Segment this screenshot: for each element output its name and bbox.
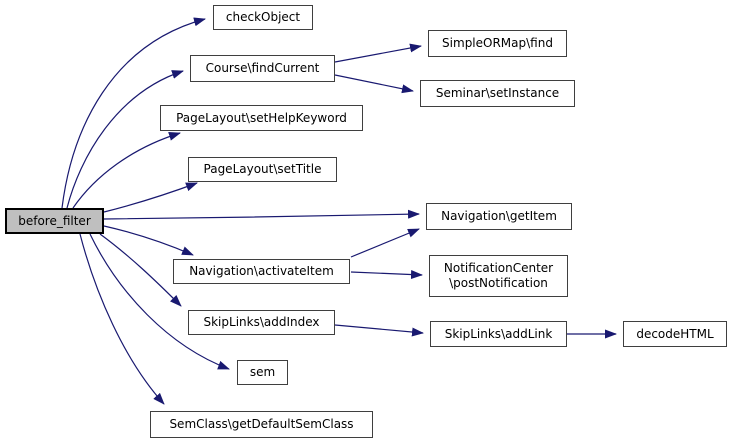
edge-navigation-activate-item-to-navigation-get-item	[350, 228, 420, 258]
edge-before-filter-to-sem	[89, 233, 230, 370]
node-check-object[interactable]: checkObject	[213, 5, 313, 30]
node-skiplinks-add-index[interactable]: SkipLinks\addIndex	[188, 310, 335, 335]
edge-before-filter-to-course-find-current	[66, 70, 184, 209]
edge-navigation-activate-item-to-notification-center-post-notification	[350, 270, 423, 280]
node-course-find-current[interactable]: Course\findCurrent	[190, 55, 335, 82]
node-sem[interactable]: sem	[237, 360, 288, 385]
edge-before-filter-to-pagelayout-set-title	[103, 182, 198, 213]
node-skiplinks-add-link[interactable]: SkipLinks\addLink	[430, 321, 567, 347]
edge-before-filter-to-navigation-activate-item	[103, 225, 194, 256]
node-navigation-get-item[interactable]: Navigation\getItem	[426, 203, 572, 230]
node-pagelayout-set-title[interactable]: PageLayout\setTitle	[188, 157, 337, 182]
edge-course-find-current-to-seminar-set-instance	[334, 74, 414, 94]
node-simple-ormap-find[interactable]: SimpleORMap\find	[428, 30, 567, 57]
node-semclass-get-default-semclass[interactable]: SemClass\getDefaultSemClass	[150, 411, 373, 438]
edge-before-filter-to-semclass-get-default-semclass	[79, 233, 165, 405]
node-navigation-activate-item[interactable]: Navigation\activateItem	[173, 259, 350, 284]
node-seminar-set-instance[interactable]: Seminar\setInstance	[420, 80, 575, 107]
edge-before-filter-to-pagelayout-set-help-keyword	[72, 131, 181, 209]
node-before-filter: before_filter	[5, 208, 104, 234]
edge-before-filter-to-skiplinks-add-index	[99, 233, 182, 307]
node-pagelayout-set-help-keyword[interactable]: PageLayout\setHelpKeyword	[160, 105, 363, 131]
edge-skiplinks-add-index-to-skiplinks-add-link	[334, 324, 424, 337]
node-decode-html[interactable]: decodeHTML	[623, 321, 727, 347]
node-notification-center-post-notification[interactable]: NotificationCenter \postNotification	[429, 255, 568, 297]
edge-before-filter-to-check-object	[61, 17, 206, 209]
edge-course-find-current-to-simple-ormap-find	[334, 43, 422, 63]
edge-before-filter-to-navigation-get-item	[103, 209, 420, 220]
